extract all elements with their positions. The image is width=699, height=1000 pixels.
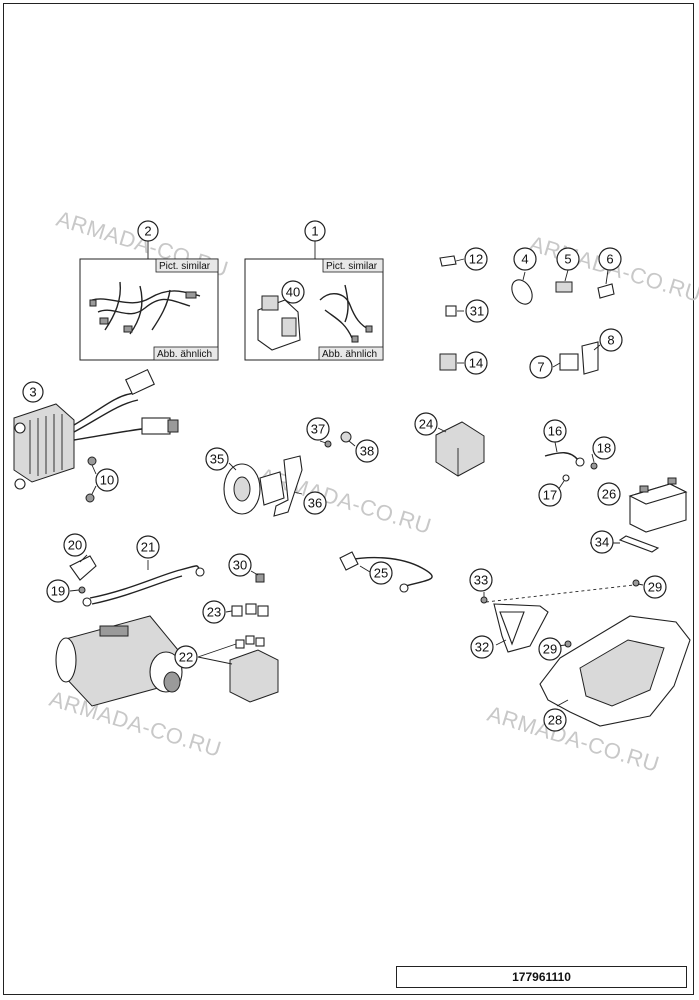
callout-16: 16	[543, 419, 567, 443]
inset-label-top: Pict. similar	[159, 261, 211, 272]
callout-33: 33	[469, 568, 493, 592]
svg-text:23: 23	[207, 605, 221, 620]
svg-text:2: 2	[144, 224, 151, 239]
svg-text:32: 32	[475, 640, 489, 655]
svg-text:18: 18	[597, 441, 611, 456]
svg-text:16: 16	[548, 424, 562, 439]
callout-1: 1	[304, 220, 326, 242]
part-ground-cable	[544, 452, 598, 482]
svg-text:6: 6	[606, 252, 613, 267]
svg-text:25: 25	[374, 566, 388, 581]
svg-text:40: 40	[286, 285, 300, 300]
svg-text:19: 19	[51, 584, 65, 599]
callout-30: 30	[228, 553, 252, 577]
callout-25: 25	[369, 561, 393, 585]
inset-label-bottom: Abb. ähnlich	[157, 349, 212, 360]
inset-wiring-harness: Pict. similar Abb. ähnlich	[79, 258, 219, 361]
svg-text:5: 5	[564, 252, 571, 267]
callout-19: 19	[46, 579, 70, 603]
callout-35: 35	[205, 447, 229, 471]
callout-21: 21	[136, 535, 160, 559]
svg-text:28: 28	[548, 713, 562, 728]
watermark: ARMADA-CO.RU	[47, 686, 225, 762]
part-horn	[223, 431, 352, 517]
svg-text:36: 36	[308, 496, 322, 511]
callout-28: 28	[543, 708, 567, 732]
part-starter-cable	[339, 551, 433, 593]
callout-7: 7	[529, 355, 553, 379]
callout-18: 18	[592, 436, 616, 460]
part-regulator	[13, 368, 179, 490]
part-fuses-relay	[229, 573, 279, 703]
inset-cable: Pict. similar Abb. ähnlich	[244, 258, 384, 361]
svg-text:8: 8	[607, 333, 614, 348]
callout-20: 20	[63, 533, 87, 557]
svg-text:12: 12	[469, 252, 483, 267]
svg-text:22: 22	[179, 650, 193, 665]
part-cable-tie-relay-clip	[511, 279, 615, 305]
callout-32: 32	[470, 635, 494, 659]
callout-5: 5	[556, 247, 580, 271]
callout-29: 29	[643, 575, 667, 599]
svg-text:3: 3	[29, 385, 36, 400]
svg-text:24: 24	[419, 417, 433, 432]
inset-label-top: Pict. similar	[326, 261, 378, 272]
svg-text:29: 29	[648, 580, 662, 595]
callout-29: 29	[538, 637, 562, 661]
svg-text:30: 30	[233, 558, 247, 573]
svg-text:37: 37	[311, 422, 325, 437]
svg-text:29: 29	[543, 642, 557, 657]
callout-38: 38	[355, 439, 379, 463]
svg-text:20: 20	[68, 538, 82, 553]
svg-text:38: 38	[360, 444, 374, 459]
part-battery-cable	[69, 555, 205, 607]
part-battery	[618, 477, 688, 553]
callout-17: 17	[538, 483, 562, 507]
part-battery-holder	[480, 579, 691, 727]
callout-14: 14	[464, 351, 488, 375]
callout-36: 36	[303, 491, 327, 515]
callout-22: 22	[174, 645, 198, 669]
callout-24: 24	[414, 412, 438, 436]
svg-text:26: 26	[602, 487, 616, 502]
diagram-frame	[3, 3, 694, 995]
inset-label-bottom: Abb. ähnlich	[322, 349, 377, 360]
callout-3: 3	[22, 381, 44, 403]
svg-text:14: 14	[469, 356, 483, 371]
svg-text:1: 1	[311, 224, 318, 239]
callout-4: 4	[513, 247, 537, 271]
svg-text:4: 4	[521, 252, 528, 267]
svg-text:34: 34	[595, 535, 609, 550]
callout-31: 31	[465, 299, 489, 323]
svg-text:33: 33	[474, 573, 488, 588]
callout-12: 12	[464, 247, 488, 271]
part-starter-motor	[55, 615, 183, 707]
part-screws	[85, 456, 97, 503]
svg-text:35: 35	[210, 452, 224, 467]
callout-23: 23	[202, 600, 226, 624]
svg-text:7: 7	[537, 360, 544, 375]
svg-text:17: 17	[543, 488, 557, 503]
svg-text:10: 10	[100, 473, 114, 488]
callout-26: 26	[597, 482, 621, 506]
svg-text:21: 21	[141, 540, 155, 555]
callout-2: 2	[137, 220, 159, 242]
document-number: 177961110	[396, 966, 687, 988]
part-control-unit	[435, 421, 485, 477]
callout-10: 10	[95, 468, 119, 492]
callout-40: 40	[281, 280, 305, 304]
callout-6: 6	[598, 247, 622, 271]
watermark: ARMADA-CO.RU	[257, 463, 435, 539]
callout-37: 37	[306, 417, 330, 441]
callout-34: 34	[590, 530, 614, 554]
callout-8: 8	[599, 328, 623, 352]
part-relay-bracket	[559, 341, 599, 375]
part-small-connectors	[439, 255, 457, 371]
svg-text:31: 31	[470, 304, 484, 319]
